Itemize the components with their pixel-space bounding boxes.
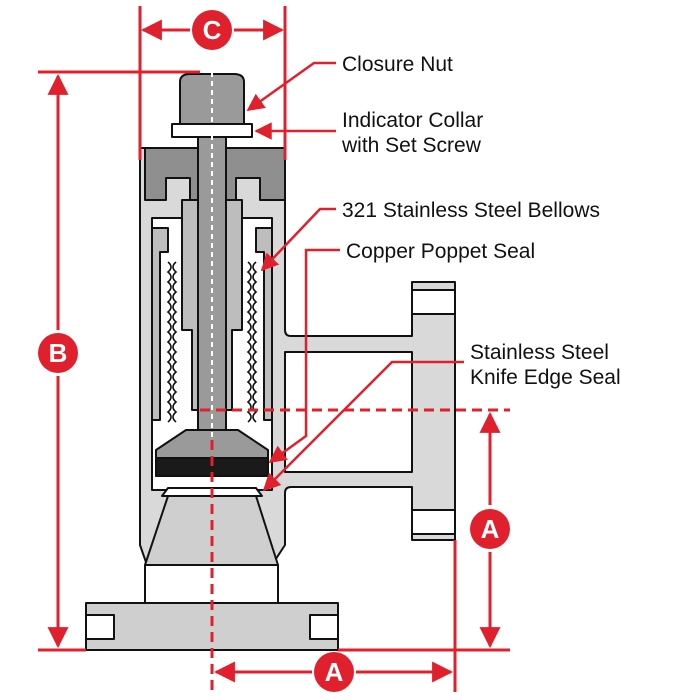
left-sleeve <box>151 227 169 421</box>
bottom-flange-hole-right <box>309 614 339 640</box>
label-knife-edge-1: Stainless Steel <box>470 341 609 364</box>
leader-bellows <box>260 207 336 272</box>
bottom-flange <box>85 602 339 651</box>
badge-a-vertical: A <box>470 509 510 549</box>
dimension-lines <box>38 6 510 692</box>
label-closure-nut: Closure Nut <box>342 53 453 76</box>
label-bellows: 321 Stainless Steel Bellows <box>342 199 600 222</box>
right-sleeve <box>255 227 273 421</box>
bellows-left-inner <box>172 261 178 423</box>
label-indicator-collar-2: with Set Screw <box>341 134 482 157</box>
badge-b-text: B <box>49 338 68 368</box>
bellows-convolutions <box>166 261 258 423</box>
badge-c-text: C <box>203 15 222 45</box>
callout-labels: Closure Nut Indicator Collar with Set Sc… <box>341 53 621 389</box>
badge-a-vertical-text: A <box>481 514 500 544</box>
bellows-left <box>166 261 172 423</box>
bellows-right-inner <box>252 261 258 423</box>
leader-lines <box>246 61 464 492</box>
leader-knife-edge <box>262 360 464 492</box>
leader-poppet-seal <box>268 248 340 464</box>
badge-b: B <box>38 333 78 373</box>
label-indicator-collar-1: Indicator Collar <box>342 109 483 132</box>
label-poppet-seal: Copper Poppet Seal <box>346 240 535 263</box>
label-knife-edge-2: Knife Edge Seal <box>470 366 621 389</box>
dimension-badges: C B A A <box>38 10 510 692</box>
outlet-passage <box>284 351 413 473</box>
leader-closure-nut <box>246 61 336 112</box>
bottom-flange-hole-left <box>85 614 115 640</box>
bellows-right <box>246 261 252 423</box>
badge-a-horizontal: A <box>314 652 354 692</box>
badge-a-horizontal-text: A <box>325 657 344 687</box>
side-flange-hole-top <box>411 289 456 315</box>
badge-c: C <box>192 10 232 50</box>
side-flange-hole-bottom <box>411 509 456 535</box>
